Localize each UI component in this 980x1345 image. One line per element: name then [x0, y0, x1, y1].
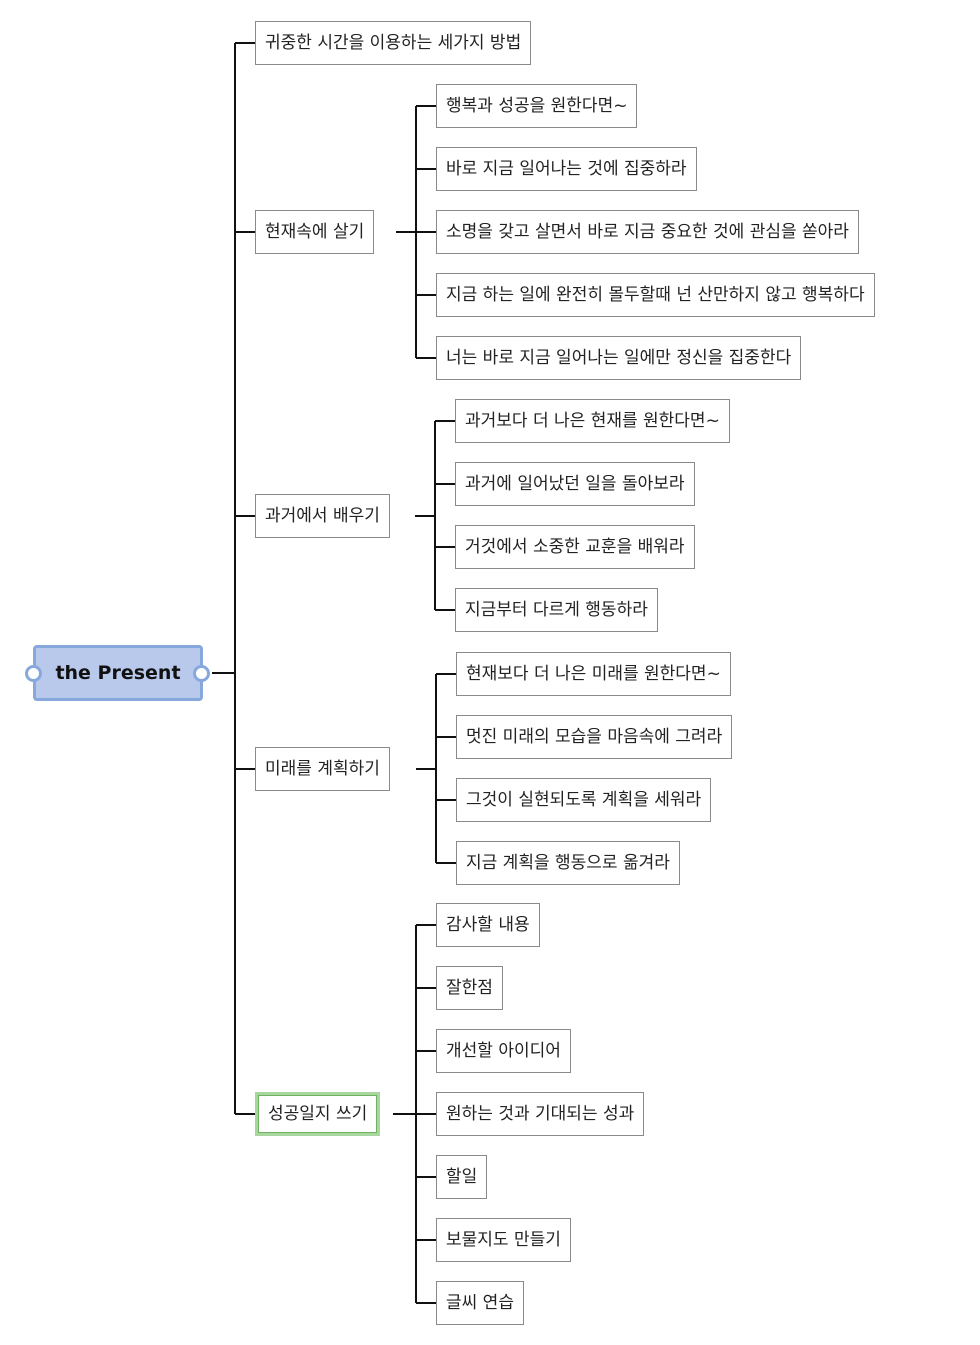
- subtopic[interactable]: 거것에서 소중한 교훈을 배워라: [455, 525, 695, 569]
- subtopic[interactable]: 현재보다 더 나은 미래를 원한다면~: [456, 652, 731, 696]
- subtopic[interactable]: 소명을 갖고 살면서 바로 지금 중요한 것에 관심을 쏟아라: [436, 210, 859, 254]
- subtopic[interactable]: 글씨 연습: [436, 1281, 524, 1325]
- subtopic[interactable]: 과거보다 더 나은 현재를 원한다면~: [455, 399, 730, 443]
- subtopic[interactable]: 할일: [436, 1155, 488, 1199]
- subtopic[interactable]: 행복과 성공을 원한다면~: [436, 84, 638, 128]
- branch-plan-future[interactable]: 미래를 계획하기: [255, 747, 390, 791]
- root-right-handle[interactable]: [193, 665, 210, 682]
- branch-success-journal[interactable]: 성공일지 쓰기: [255, 1092, 381, 1136]
- subtopic[interactable]: 너는 바로 지금 일어나는 일에만 정신을 집중한다: [436, 336, 802, 380]
- branch-live-present[interactable]: 현재속에 살기: [255, 210, 375, 254]
- subtopic[interactable]: 개선할 아이디어: [436, 1029, 571, 1073]
- subtopic[interactable]: 바로 지금 일어나는 것에 집중하라: [436, 147, 697, 191]
- root-left-handle[interactable]: [25, 665, 42, 682]
- subtopic[interactable]: 멋진 미래의 모습을 마음속에 그려라: [456, 715, 733, 759]
- subtopic[interactable]: 지금 하는 일에 완전히 몰두할때 넌 산만하지 않고 행복하다: [436, 273, 875, 317]
- subtopic[interactable]: 잘한점: [436, 966, 503, 1010]
- subtopic[interactable]: 보물지도 만들기: [436, 1218, 571, 1262]
- subtopic[interactable]: 과거에 일어났던 일을 돌아보라: [455, 462, 695, 506]
- branch-learn-past[interactable]: 과거에서 배우기: [255, 494, 390, 538]
- subtopic[interactable]: 지금 계획을 행동으로 옮겨라: [456, 841, 680, 885]
- branch-three-ways[interactable]: 귀중한 시간을 이용하는 세가지 방법: [255, 21, 532, 65]
- subtopic[interactable]: 그것이 실현되도록 계획을 세워라: [456, 778, 712, 822]
- subtopic[interactable]: 감사할 내용: [436, 903, 540, 947]
- subtopic[interactable]: 원하는 것과 기대되는 성과: [436, 1092, 645, 1136]
- root-topic[interactable]: the Present: [33, 645, 203, 701]
- subtopic[interactable]: 지금부터 다르게 행동하라: [455, 588, 658, 632]
